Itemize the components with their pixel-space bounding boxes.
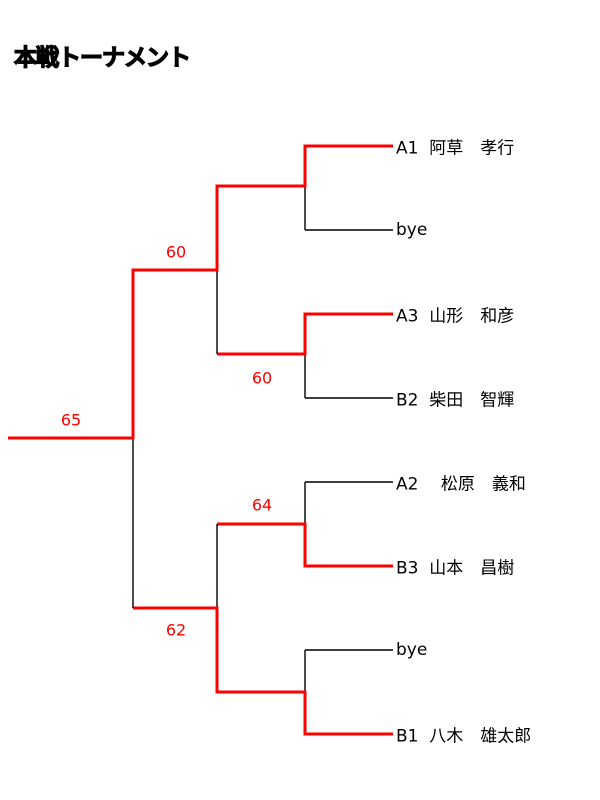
entry-seed: A1 xyxy=(396,138,419,159)
entry-name: bye xyxy=(396,220,428,240)
entry-7: bye xyxy=(396,640,427,660)
page-title: 本戦トーナメント xyxy=(13,44,191,71)
score-final: 65 xyxy=(60,410,82,430)
entry-name: 阿草 孝行 xyxy=(429,138,515,159)
entry-6: B3 山本 昌樹 xyxy=(396,554,514,579)
score-semifinal-bottom: 62 xyxy=(165,620,187,640)
score-round1-match2: 60 xyxy=(251,368,273,388)
entry-seed: B3 xyxy=(396,558,419,579)
entry-seed: A2 xyxy=(396,474,419,495)
entry-name: 柴田 智輝 xyxy=(429,390,515,411)
entry-8: B1 八木 雄太郎 xyxy=(396,722,531,747)
entry-seed: A3 xyxy=(396,306,419,327)
entry-4: B2 柴田 智輝 xyxy=(396,386,514,411)
entry-seed: B2 xyxy=(396,390,419,411)
entry-name: bye xyxy=(396,640,428,660)
entry-5: A2 松原 義和 xyxy=(396,470,526,495)
entry-name: 八木 雄太郎 xyxy=(429,726,532,747)
score-semifinal-top: 60 xyxy=(165,242,187,262)
entry-name: 松原 義和 xyxy=(423,474,526,495)
score-round1-match3: 64 xyxy=(251,495,273,515)
entry-2: bye xyxy=(396,220,427,240)
entry-1: A1 阿草 孝行 xyxy=(396,134,514,159)
entry-name: 山本 昌樹 xyxy=(429,558,515,579)
entry-seed: B1 xyxy=(396,726,419,747)
entry-name: 山形 和彦 xyxy=(429,306,515,327)
entry-3: A3 山形 和彦 xyxy=(396,302,514,327)
